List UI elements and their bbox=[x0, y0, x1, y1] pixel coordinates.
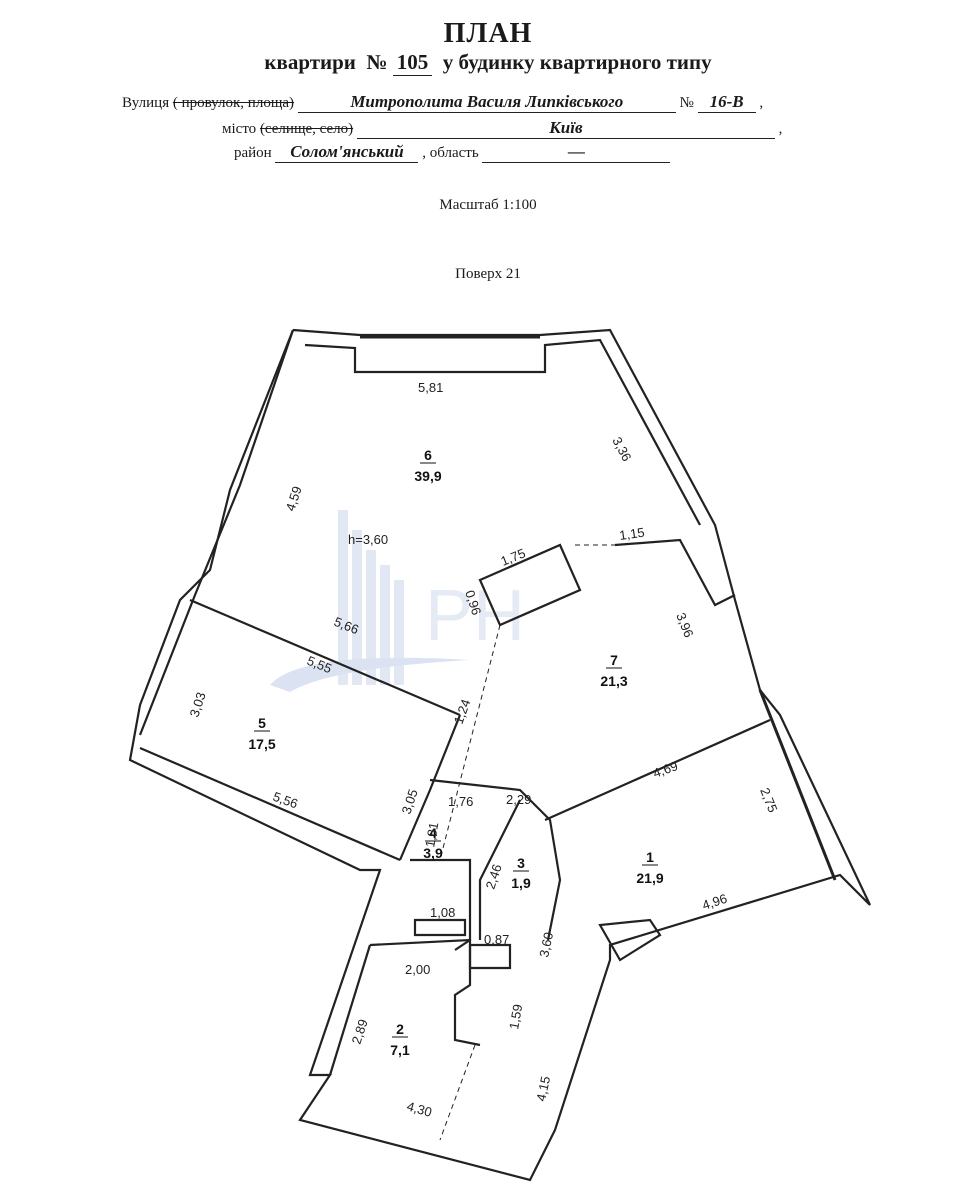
dim-label: 4,30 bbox=[405, 1098, 433, 1119]
street-line: Вулиця ( провулок, площа) Митрополита Ва… bbox=[122, 92, 764, 113]
dim-label: 4,96 bbox=[700, 891, 729, 913]
dim-label: 2,75 bbox=[757, 786, 780, 815]
room-4-number: 4 bbox=[429, 825, 437, 841]
room-5-area: 17,5 bbox=[248, 736, 275, 752]
watermark-text: PH bbox=[425, 576, 525, 656]
dim-label: 3,05 bbox=[399, 787, 421, 816]
dimension-labels: 5,81 4,59 3,36 1,75 1,15 0,96 5,66 5,55 … bbox=[187, 380, 781, 1120]
ceiling-height: h=3,60 bbox=[348, 532, 388, 547]
page-subtitle: квартири № 105 у будинку квартирного тип… bbox=[0, 50, 976, 76]
page-title: ПЛАН bbox=[443, 18, 533, 49]
house-label: № bbox=[679, 95, 694, 111]
district-line: район Солом'янський , область — bbox=[234, 142, 671, 163]
room-2-number: 2 bbox=[396, 1021, 404, 1037]
dim-label: 4,69 bbox=[651, 758, 680, 781]
dim-label: 2,00 bbox=[405, 962, 430, 977]
number-sign: № bbox=[366, 50, 388, 74]
room-2-area: 7,1 bbox=[390, 1042, 410, 1058]
room-6-number: 6 bbox=[424, 447, 432, 463]
city-value: Київ bbox=[356, 118, 775, 139]
city-label: місто bbox=[222, 121, 257, 137]
region-value: — bbox=[482, 142, 671, 163]
floor-label: Поверх 21 bbox=[455, 266, 521, 282]
room-4-area: 3,9 bbox=[423, 845, 443, 861]
dim-label: 4,15 bbox=[533, 1075, 553, 1103]
dim-label: 1,15 bbox=[618, 525, 645, 543]
walls bbox=[128, 328, 871, 1182]
dim-label: 0,96 bbox=[462, 588, 484, 617]
dim-label: 3,60 bbox=[536, 931, 556, 959]
subtitle-suffix: у будинку квартирного типу bbox=[442, 50, 712, 74]
watermark-logo: PH bbox=[270, 510, 525, 692]
dim-label: 5,81 bbox=[418, 380, 443, 395]
apartment-number: 105 bbox=[392, 50, 433, 76]
room-6-area: 39,9 bbox=[414, 468, 441, 484]
room-3-area: 1,9 bbox=[511, 875, 531, 891]
dim-label: 1,08 bbox=[430, 905, 455, 920]
dim-label: 2,29 bbox=[506, 792, 531, 807]
scale-label: Масштаб 1:100 bbox=[439, 197, 537, 213]
room-1-number: 1 bbox=[646, 849, 654, 865]
dim-label: 2,89 bbox=[349, 1017, 371, 1046]
city-alt-label: (селище, село) bbox=[259, 121, 354, 137]
dim-label: 3,96 bbox=[673, 611, 696, 640]
room-7-number: 7 bbox=[610, 652, 618, 668]
dashed-lines bbox=[439, 544, 615, 1141]
district-value: Солом'янський bbox=[275, 142, 419, 163]
subtitle-prefix: квартири bbox=[264, 50, 356, 74]
dim-label: 1,24 bbox=[451, 697, 474, 726]
room-labels: 6 39,9 7 21,3 5 17,5 4 3,9 3 1,9 1 21,9 … bbox=[248, 447, 663, 1058]
dim-label: 3,03 bbox=[187, 690, 209, 719]
street-label: Вулиця bbox=[122, 95, 170, 111]
dim-label: 4,59 bbox=[283, 484, 305, 513]
house-value: 16-В bbox=[697, 92, 756, 113]
room-5-number: 5 bbox=[258, 715, 266, 731]
street-value: Митрополита Василя Липківського bbox=[297, 92, 676, 113]
dim-label: 1,76 bbox=[448, 794, 473, 809]
dim-label: 1,59 bbox=[506, 1003, 525, 1031]
dim-label: 1,81 bbox=[422, 821, 441, 849]
district-label: район bbox=[234, 145, 272, 161]
room-3-number: 3 bbox=[517, 855, 525, 871]
room-1-area: 21,9 bbox=[636, 870, 663, 886]
dim-label: 3,36 bbox=[609, 434, 634, 463]
street-alt-label: ( провулок, площа) bbox=[172, 95, 295, 111]
room-7-area: 21,3 bbox=[600, 673, 627, 689]
dim-label: 5,56 bbox=[271, 789, 300, 812]
windows bbox=[360, 335, 837, 881]
city-line: місто (селище, село) Київ , bbox=[222, 118, 783, 139]
dim-label: 2,46 bbox=[483, 862, 505, 891]
region-label: , область bbox=[422, 145, 479, 161]
dim-label: 0,87 bbox=[484, 932, 509, 947]
